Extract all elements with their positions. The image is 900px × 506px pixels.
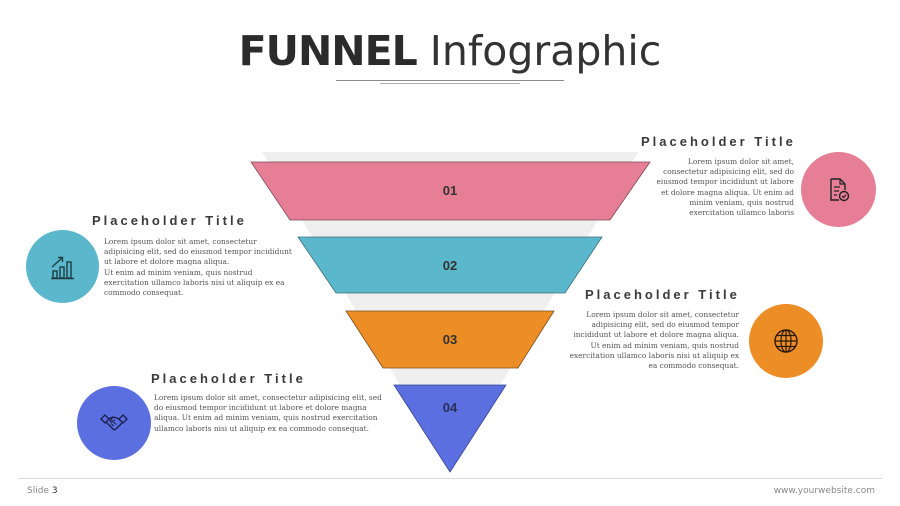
item-4-circle: [77, 386, 151, 460]
item-4-body: Lorem ipsum dolor sit amet, consectetur …: [154, 393, 382, 433]
stage-label-1: 01: [442, 183, 458, 198]
item-2-circle: [26, 230, 99, 303]
title-underline: [336, 80, 564, 81]
item-3-body-line1: Lorem ipsum dolor sit amet, consectetur …: [573, 310, 739, 340]
title-bold: FUNNEL: [238, 27, 418, 75]
item-2-body-line1: Lorem ipsum dolor sit amet, consectetur …: [104, 237, 292, 267]
document-check-icon: [829, 177, 849, 201]
globe-icon: [774, 329, 798, 353]
item-1-body: Lorem ipsum dolor sit amet, consectetur …: [656, 157, 794, 218]
funnel-stage-3[interactable]: [345, 310, 555, 369]
item-2-body-line2: Ut enim ad minim veniam, quis nostrud ex…: [104, 267, 285, 298]
handshake-icon: [100, 414, 128, 431]
item-3-circle: [749, 304, 823, 378]
funnel-stage-4[interactable]: [393, 384, 507, 473]
slide-number: Slide 3: [27, 486, 58, 496]
growth-chart-icon: [50, 256, 74, 279]
page-title: FUNNEL Infographic: [0, 26, 900, 76]
funnel-stage-1[interactable]: [250, 161, 651, 221]
slide-label-text: Slide: [27, 486, 49, 496]
item-2-body: Lorem ipsum dolor sit amet, consectetur …: [104, 237, 292, 298]
slide-number-value: 3: [51, 486, 58, 496]
stage-label-3: 03: [442, 332, 458, 347]
item-4-title: Placeholder Title: [151, 371, 306, 386]
footer-divider: [18, 478, 882, 479]
item-1-circle: [801, 152, 876, 227]
title-underline-secondary: [380, 83, 520, 84]
item-3-body: Lorem ipsum dolor sit amet, consectetur …: [560, 310, 739, 371]
website-link[interactable]: www.yourwebsite.com: [773, 486, 875, 496]
item-3-title: Placeholder Title: [585, 287, 740, 302]
funnel-stage-2[interactable]: [297, 236, 603, 294]
item-3-body-line2: Ut enim ad minim veniam, quis nostrud ex…: [569, 340, 739, 371]
title-light: Infographic: [429, 27, 662, 75]
item-1-title: Placeholder Title: [641, 134, 796, 149]
stage-label-4: 04: [442, 400, 458, 415]
item-2-title: Placeholder Title: [92, 213, 247, 228]
stage-label-2: 02: [442, 258, 458, 273]
